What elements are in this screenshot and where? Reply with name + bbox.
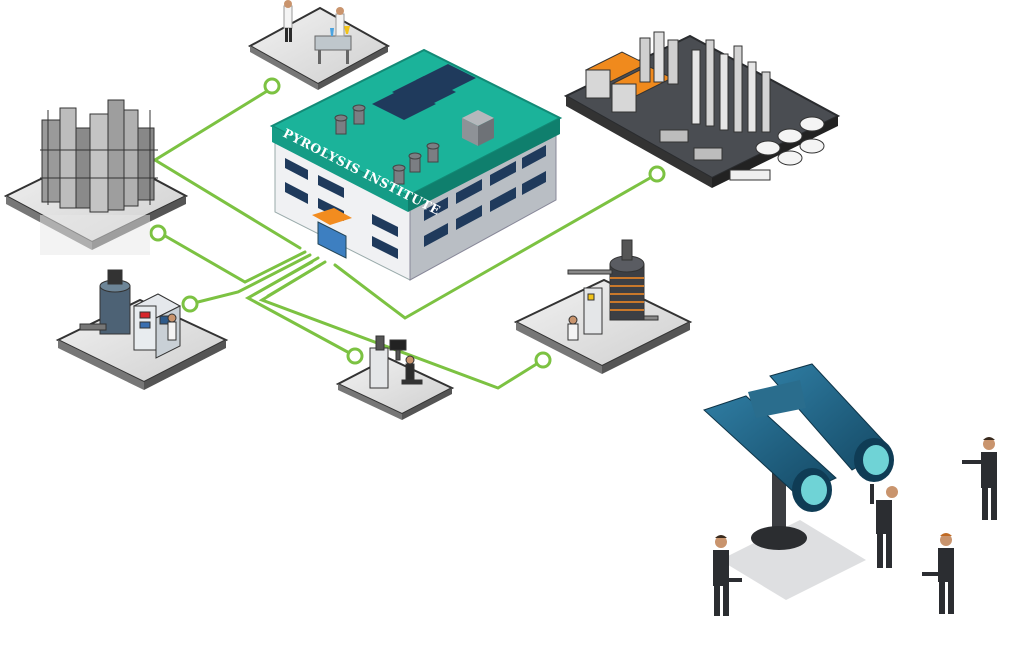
observer-person (870, 484, 898, 568)
scientists-lab-icon (283, 0, 352, 64)
roof-solar-panels (372, 64, 476, 120)
analysis-workstation-icon (369, 335, 423, 389)
connector-nodes (149, 77, 666, 369)
observer-person (962, 437, 997, 520)
reactor-vessel-icon (567, 239, 659, 341)
refinery-icon (584, 31, 825, 181)
pilot-plant-station (3, 99, 189, 255)
observers-group (703, 363, 997, 616)
building-entrance (312, 208, 352, 259)
roof-hvac-unit (462, 110, 494, 146)
analysis-station (335, 335, 455, 420)
pilot-plant-icon (40, 99, 158, 213)
binoculars-icon (703, 363, 894, 550)
roof-vents (334, 104, 440, 185)
building-windows-right (424, 145, 546, 247)
laboratory-station (247, 0, 391, 90)
reactor-control-icon (79, 269, 182, 359)
observer-person (922, 533, 954, 614)
control-room-station (55, 269, 229, 390)
reflection (40, 215, 150, 255)
observer-person (713, 535, 742, 616)
refinery-station (563, 31, 841, 188)
reactor-station (513, 239, 693, 374)
institute-building: PYROLYSIS INSTITUTE (269, 48, 563, 281)
